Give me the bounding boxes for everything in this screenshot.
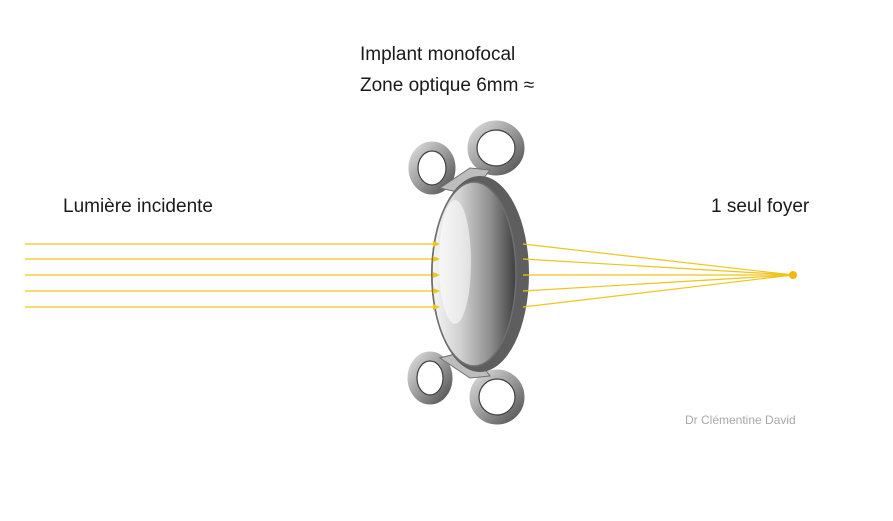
converging-ray [522, 274, 794, 308]
converging-ray [522, 243, 794, 276]
haptic-loop-bottom-left [407, 351, 453, 405]
arrow-mark [433, 288, 440, 294]
arrow-mark [433, 256, 440, 262]
incident-light-label: Lumière incidente [63, 196, 213, 217]
focal-point [789, 271, 797, 279]
haptics [407, 120, 525, 425]
haptic-loop-bottom-right [469, 369, 525, 425]
converging-ray [522, 274, 794, 292]
lens-highlight [439, 200, 471, 324]
converging-rays [522, 243, 794, 308]
diagram-title-line2: Zone optique 6mm ≈ [360, 75, 535, 96]
haptic-loop-top-left [408, 141, 456, 195]
author-credit: Dr Clémentine David [685, 413, 796, 427]
haptic-loop-top-right [467, 120, 525, 176]
converging-ray [522, 258, 794, 276]
diagram-title-line1: Implant monofocal [360, 44, 516, 65]
arrow-mark [433, 241, 440, 247]
focus-label: 1 seul foyer [711, 196, 810, 217]
arrow-mark [433, 304, 440, 310]
incident-rays [25, 243, 438, 308]
entry-arrows [433, 241, 440, 310]
arrow-mark [433, 272, 440, 278]
